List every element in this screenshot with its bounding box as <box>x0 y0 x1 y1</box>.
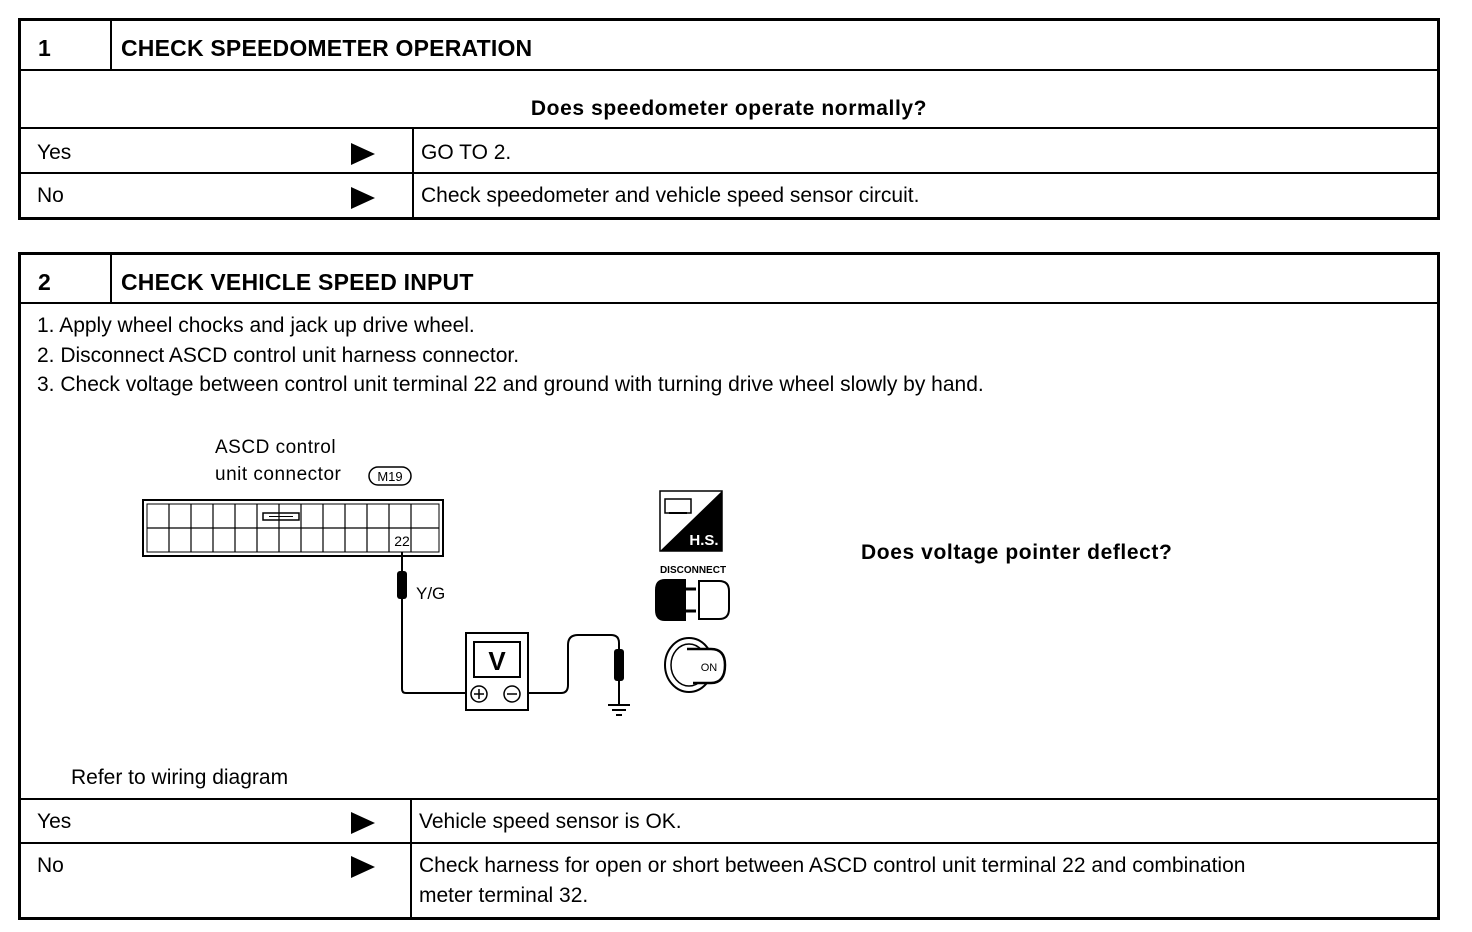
step2-box: 2 CHECK VEHICLE SPEED INPUT 1. Apply whe… <box>18 252 1440 920</box>
step1-number: 1 <box>38 35 51 61</box>
step1-no-arrow-icon <box>351 187 375 209</box>
connector-body <box>142 499 444 557</box>
step1-answer-divider <box>412 128 414 220</box>
step2-instruction-1: 1. Apply wheel chocks and jack up drive … <box>37 314 475 337</box>
ignition-key-icon: ON <box>664 637 727 693</box>
connector-id: M19 <box>377 469 402 484</box>
step2-reference: Refer to wiring diagram <box>71 766 289 789</box>
step2-yes-result: Vehicle speed sensor is OK. <box>419 810 682 833</box>
step2-no-arrow-icon <box>351 856 375 878</box>
step2-no-result-line1: Check harness for open or short between … <box>419 854 1246 877</box>
step1-yes-label: Yes <box>37 141 72 164</box>
terminal-number: 22 <box>394 533 410 549</box>
voltmeter <box>465 632 529 711</box>
step1-number-divider <box>110 21 112 69</box>
step2-instruction-3: 3. Check voltage between control unit te… <box>37 373 984 396</box>
step1-question-divider <box>21 127 1437 129</box>
step2-no-result-line2: meter terminal 32. <box>419 884 589 907</box>
signal-wire <box>401 552 466 694</box>
step1-title: CHECK SPEEDOMETER OPERATION <box>121 35 533 61</box>
step2-reference-divider <box>21 798 1437 800</box>
step1-yes-arrow-icon <box>351 143 375 165</box>
connector-label-line1: ASCD control <box>215 437 336 458</box>
step1-question: Does speedometer operate normally? <box>530 97 928 120</box>
step2-yes-arrow-icon <box>351 812 375 834</box>
connector-label-line2: unit connector <box>215 464 342 485</box>
step2-number-divider <box>110 255 112 302</box>
ground-probe <box>614 649 624 681</box>
step1-yes-divider <box>21 172 1437 174</box>
svg-text:H.S.: H.S. <box>689 532 718 549</box>
ground-wire <box>528 634 630 716</box>
step1-no-result: Check speedometer and vehicle speed sens… <box>421 184 920 207</box>
voltmeter-symbol: V <box>488 646 506 676</box>
step1-title-divider <box>21 69 1437 71</box>
step1-yes-result: GO TO 2. <box>421 141 512 164</box>
step1-box: 1 CHECK SPEEDOMETER OPERATION Does speed… <box>18 18 1440 220</box>
wire-color-label: Y/G <box>416 584 445 603</box>
connector-id-badge <box>368 466 412 486</box>
probe-plug <box>397 571 407 599</box>
step2-instruction-2: 2. Disconnect ASCD control unit harness … <box>37 344 520 367</box>
step2-yes-divider <box>21 842 1437 844</box>
step2-no-label: No <box>37 854 64 877</box>
voltage-check-diagram: ASCD control unit connector M19 22 <box>142 437 730 716</box>
step2-title-divider <box>21 302 1437 304</box>
step2-number: 2 <box>38 269 51 295</box>
svg-text:ON: ON <box>701 662 718 674</box>
step2-question: Does voltage pointer deflect? <box>861 541 1173 564</box>
disconnect-icon: DISCONNECT <box>655 565 730 621</box>
svg-text:DISCONNECT: DISCONNECT <box>660 565 726 576</box>
hs-icon: H.S. <box>659 490 723 552</box>
step1-no-label: No <box>37 184 64 207</box>
step2-answer-divider <box>410 799 412 920</box>
step2-yes-label: Yes <box>37 810 72 833</box>
step2-title: CHECK VEHICLE SPEED INPUT <box>121 269 474 295</box>
